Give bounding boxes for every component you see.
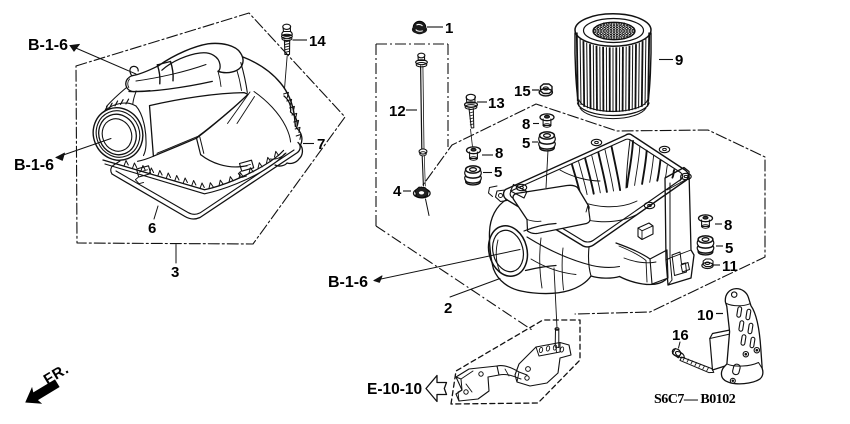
svg-text:4: 4 xyxy=(393,183,402,200)
svg-text:6: 6 xyxy=(148,220,156,237)
svg-text:11: 11 xyxy=(722,258,738,275)
svg-text:10: 10 xyxy=(697,307,714,324)
svg-text:12: 12 xyxy=(389,103,406,120)
svg-text:16: 16 xyxy=(672,327,689,344)
svg-text:14: 14 xyxy=(309,33,326,50)
svg-text:8: 8 xyxy=(724,217,732,234)
svg-text:15: 15 xyxy=(514,83,531,100)
svg-text:S6C7— B0102: S6C7— B0102 xyxy=(654,392,736,407)
svg-text:B-1-6: B-1-6 xyxy=(328,274,368,291)
svg-text:8: 8 xyxy=(522,116,530,133)
svg-text:5: 5 xyxy=(725,240,733,257)
svg-text:8: 8 xyxy=(495,145,503,162)
svg-text:5: 5 xyxy=(522,135,530,152)
svg-text:1: 1 xyxy=(445,20,453,37)
svg-text:E-10-10: E-10-10 xyxy=(367,381,422,398)
svg-text:9: 9 xyxy=(675,52,683,69)
svg-text:2: 2 xyxy=(444,300,452,317)
svg-text:13: 13 xyxy=(488,95,505,112)
svg-text:3: 3 xyxy=(171,264,179,281)
svg-text:7: 7 xyxy=(317,136,325,153)
svg-text:B-1-6: B-1-6 xyxy=(14,157,54,174)
svg-text:5: 5 xyxy=(494,164,502,181)
svg-text:B-1-6: B-1-6 xyxy=(28,37,68,54)
